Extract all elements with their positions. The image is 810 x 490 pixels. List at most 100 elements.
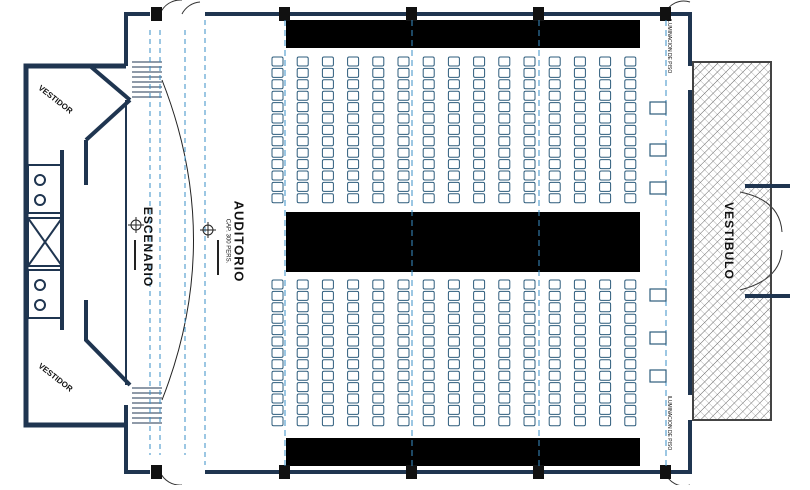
seat bbox=[296, 90, 309, 101]
seat bbox=[372, 404, 385, 415]
seat bbox=[271, 313, 284, 324]
seat bbox=[271, 193, 284, 204]
seat bbox=[397, 336, 410, 347]
seat bbox=[624, 67, 637, 78]
seat bbox=[473, 113, 486, 124]
seat bbox=[548, 313, 561, 324]
seat bbox=[447, 193, 460, 204]
seat bbox=[573, 67, 586, 78]
seat bbox=[599, 370, 612, 381]
seat bbox=[523, 170, 536, 181]
seat bbox=[347, 79, 360, 90]
vestibulo-label: VESTIBULO bbox=[721, 202, 736, 280]
seat bbox=[523, 147, 536, 158]
seat bbox=[296, 290, 309, 301]
seat bbox=[321, 67, 334, 78]
seat bbox=[548, 279, 561, 290]
seat bbox=[271, 79, 284, 90]
seat bbox=[271, 370, 284, 381]
seat bbox=[624, 136, 637, 147]
seat bbox=[447, 136, 460, 147]
seat bbox=[271, 302, 284, 313]
seat bbox=[347, 393, 360, 404]
seat bbox=[498, 336, 511, 347]
seat bbox=[548, 136, 561, 147]
floor-lighting-note-bottom: ILUMINACION DE PISO bbox=[666, 395, 673, 451]
seat bbox=[296, 359, 309, 370]
escenario-label: ESCENARIO bbox=[141, 206, 156, 288]
left-wing-walls bbox=[23, 63, 132, 428]
seat bbox=[573, 325, 586, 336]
seat bbox=[523, 113, 536, 124]
seat bbox=[624, 113, 637, 124]
seat bbox=[599, 79, 612, 90]
seat bbox=[599, 416, 612, 427]
seat bbox=[271, 147, 284, 158]
seat bbox=[347, 67, 360, 78]
seat bbox=[599, 147, 612, 158]
seat bbox=[523, 336, 536, 347]
seat bbox=[447, 279, 460, 290]
seat bbox=[372, 347, 385, 358]
stage-stairs bbox=[132, 61, 162, 424]
seat bbox=[624, 124, 637, 135]
seat bbox=[498, 193, 511, 204]
level-markers bbox=[128, 217, 219, 275]
seat bbox=[321, 382, 334, 393]
seat bbox=[498, 290, 511, 301]
floor-lighting-note-top: ILUMINACION DE PISO bbox=[666, 18, 673, 74]
seat bbox=[372, 56, 385, 67]
seat bbox=[347, 102, 360, 113]
seat bbox=[296, 370, 309, 381]
seat bbox=[397, 79, 410, 90]
seat bbox=[523, 416, 536, 427]
seat bbox=[372, 290, 385, 301]
stage-arc bbox=[149, 20, 206, 465]
seat bbox=[473, 393, 486, 404]
seat bbox=[498, 159, 511, 170]
seat bbox=[296, 113, 309, 124]
seat bbox=[422, 404, 435, 415]
seat bbox=[599, 279, 612, 290]
seat bbox=[573, 124, 586, 135]
seat bbox=[599, 159, 612, 170]
seat bbox=[573, 136, 586, 147]
seat bbox=[624, 313, 637, 324]
seat bbox=[321, 147, 334, 158]
seat bbox=[422, 193, 435, 204]
seat bbox=[422, 147, 435, 158]
seat bbox=[422, 113, 435, 124]
seat bbox=[523, 159, 536, 170]
seat bbox=[372, 170, 385, 181]
seat bbox=[271, 382, 284, 393]
seat bbox=[624, 404, 637, 415]
seat bbox=[624, 416, 637, 427]
seat bbox=[372, 313, 385, 324]
seat bbox=[523, 279, 536, 290]
seat bbox=[573, 170, 586, 181]
seat bbox=[498, 302, 511, 313]
seat bbox=[473, 416, 486, 427]
seat bbox=[347, 325, 360, 336]
seat bbox=[599, 56, 612, 67]
seat bbox=[573, 102, 586, 113]
seat bbox=[397, 313, 410, 324]
seat bbox=[296, 325, 309, 336]
seat bbox=[548, 113, 561, 124]
seat bbox=[548, 170, 561, 181]
seat bbox=[447, 79, 460, 90]
seat bbox=[498, 67, 511, 78]
seat bbox=[321, 79, 334, 90]
seat bbox=[422, 336, 435, 347]
seat bbox=[372, 79, 385, 90]
seat bbox=[397, 181, 410, 192]
seat bbox=[523, 124, 536, 135]
seat bbox=[347, 279, 360, 290]
seat bbox=[498, 79, 511, 90]
seat bbox=[498, 359, 511, 370]
seat bbox=[321, 279, 334, 290]
seat bbox=[624, 336, 637, 347]
seat bbox=[296, 382, 309, 393]
seat bbox=[296, 302, 309, 313]
seat bbox=[498, 313, 511, 324]
